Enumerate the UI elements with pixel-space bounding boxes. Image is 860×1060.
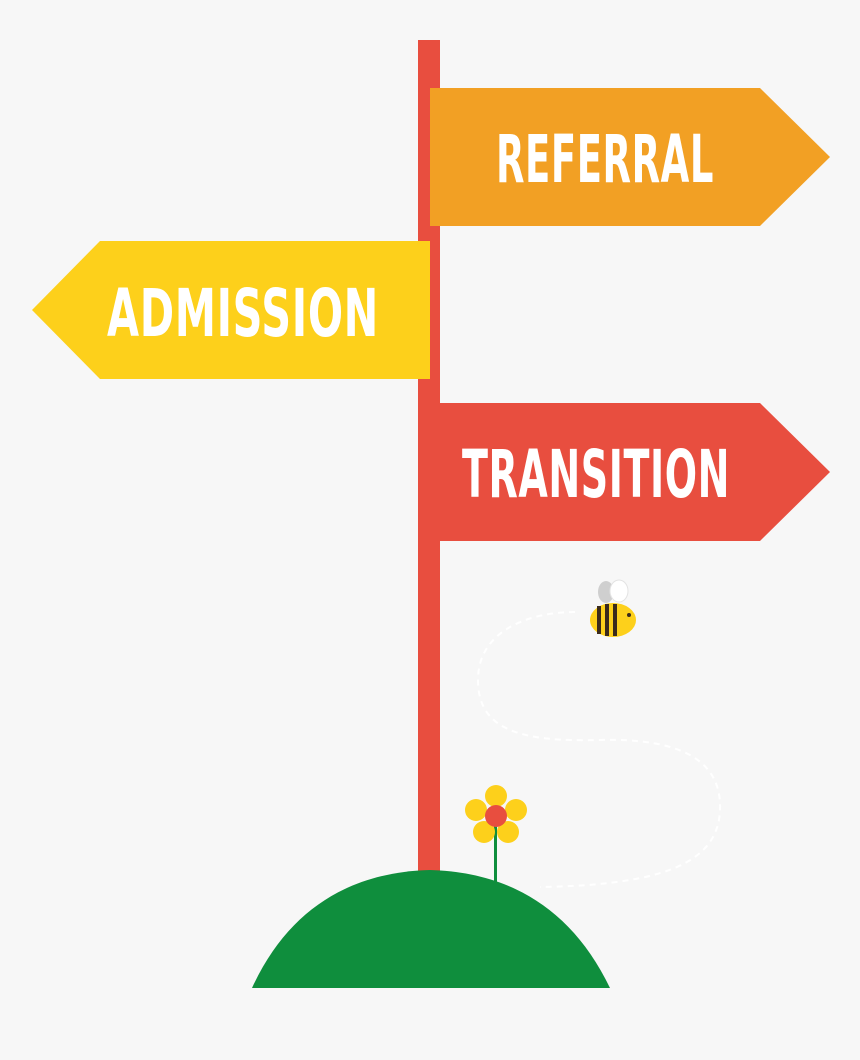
flower-petal	[485, 785, 507, 807]
flower-center	[485, 805, 507, 827]
sign-referral-board	[430, 88, 830, 226]
sign-admission-label: ADMISSION	[107, 275, 379, 352]
bee-wing-front	[609, 579, 629, 603]
bee-stripe-2	[605, 604, 609, 636]
flower-petal	[505, 799, 527, 821]
sign-referral-label: REFERRAL	[496, 121, 714, 198]
flower-petal	[473, 821, 495, 843]
bee-flight-path	[476, 611, 722, 888]
flower-icon	[465, 785, 527, 885]
sign-referral: REFERRAL	[430, 88, 830, 226]
flower-stem	[494, 825, 497, 885]
sign-transition: TRANSITION	[440, 403, 830, 541]
flower-petal	[465, 799, 487, 821]
bee-stripe-1	[597, 606, 601, 634]
bee-stripe-3	[613, 604, 617, 636]
sign-transition-board	[440, 403, 830, 541]
flower-petal	[497, 821, 519, 843]
sign-admission: ADMISSION	[32, 241, 430, 379]
bee-wing-back	[598, 581, 614, 603]
bee-icon	[590, 579, 636, 637]
hill-icon	[252, 870, 610, 988]
bee-eye	[627, 613, 631, 617]
sign-transition-label: TRANSITION	[462, 436, 730, 513]
sign-admission-board	[32, 241, 430, 379]
